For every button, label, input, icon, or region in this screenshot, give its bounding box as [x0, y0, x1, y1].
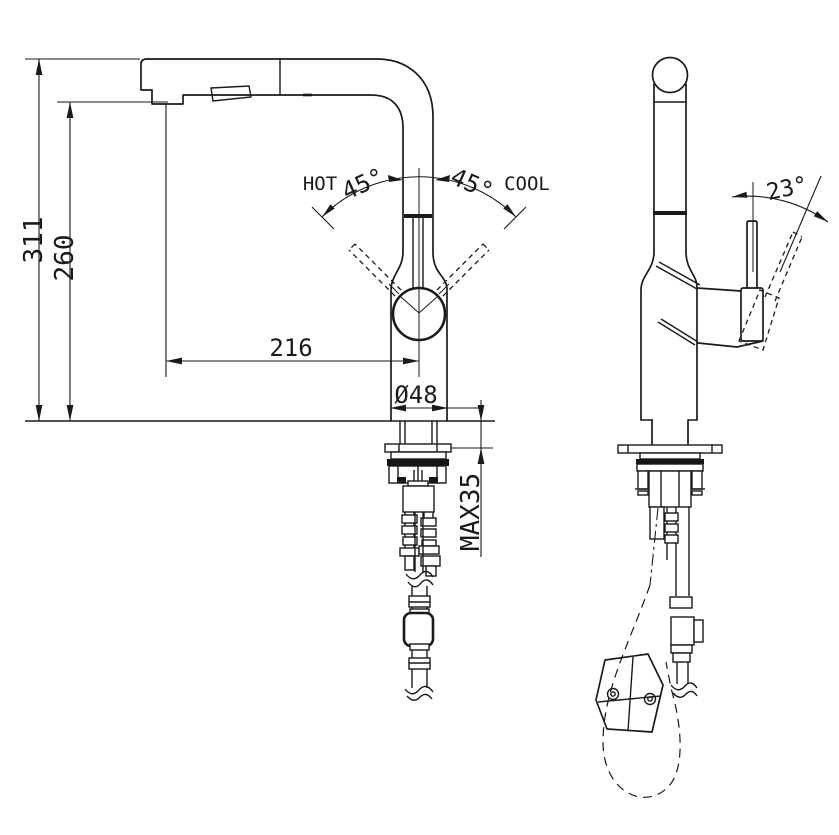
spout-column-side	[640, 56, 698, 446]
valve-block	[402, 485, 435, 513]
dim-base-diameter-label: Ø48	[394, 381, 437, 409]
deck-flange	[617, 444, 723, 454]
front-view: HOT 45° 45° COOL 311 260	[19, 58, 550, 701]
dimension-spout-reach: 216	[165, 104, 419, 377]
faucet-body-outline	[140, 58, 448, 422]
dimension-base-diameter: Ø48	[390, 381, 481, 412]
dimension-total-height: 311	[19, 58, 140, 421]
dim-spout-reach-label: 216	[269, 334, 312, 362]
cool-angle-label: 45°	[447, 162, 498, 205]
rubber-washer	[387, 459, 449, 466]
mounting-hardware-front	[384, 421, 452, 513]
dim-max-counter-label: MAX35	[456, 473, 486, 551]
hose-break-symbol	[404, 685, 434, 701]
side-view: 23°	[595, 56, 829, 798]
ball-joint	[388, 283, 450, 342]
hose-connector	[649, 506, 665, 540]
dimension-max-counter: MAX35	[449, 400, 493, 557]
dim-handle-tilt-label: 23°	[764, 172, 810, 206]
elbow-fitting	[670, 616, 695, 646]
lever-tilted-dashed	[764, 231, 803, 302]
pullout-loop-side	[595, 507, 681, 798]
handle-housing-side	[655, 182, 803, 351]
hose-break-symbol	[670, 682, 698, 698]
spray-button	[210, 85, 252, 102]
lever-swing-dashed	[348, 243, 490, 297]
spout-end-cap	[651, 56, 689, 94]
mounting-hardware-side	[617, 444, 723, 540]
dimension-swing-angle: HOT 45° 45° COOL	[303, 162, 550, 230]
weight-screw	[606, 687, 620, 701]
hot-angle-label: 45°	[338, 162, 389, 205]
supply-hoses-front	[399, 512, 441, 577]
hose-weight-side	[595, 653, 664, 733]
cool-label: COOL	[504, 173, 550, 195]
mounting-bracket	[636, 463, 704, 472]
hose-travel-path	[602, 584, 681, 798]
handle-lever-side	[746, 220, 758, 289]
hose-break-symbol	[405, 570, 434, 588]
handle-lever-front	[404, 168, 432, 377]
mounting-stud	[407, 480, 429, 487]
pullout-hose-front	[402, 512, 435, 701]
hose-weight-front	[402, 611, 435, 648]
dim-total-height-label: 311	[19, 217, 49, 264]
weight-screw	[643, 692, 657, 706]
handle-base	[740, 287, 764, 342]
hot-label: HOT	[303, 173, 337, 195]
supply-hose-side	[664, 507, 704, 698]
dim-spout-height-label: 260	[50, 235, 80, 282]
dimension-spout-height: 260	[50, 101, 168, 421]
